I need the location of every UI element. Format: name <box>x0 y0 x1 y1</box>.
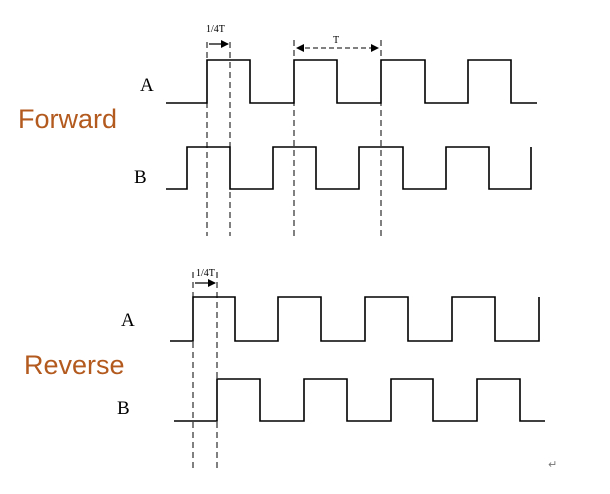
forward-title: Forward <box>18 104 118 134</box>
reverse-channel-b-label: B <box>117 398 130 419</box>
reverse-quarter-period-label: 1/4T <box>196 268 215 279</box>
reverse-waveform-a <box>170 296 540 342</box>
forward-waveform-b <box>166 146 532 190</box>
reverse-title: Reverse <box>24 350 125 380</box>
return-mark-icon: ↵ <box>548 458 558 471</box>
forward-channel-b-label: B <box>134 167 147 188</box>
forward-channel-a-label: A <box>140 75 154 96</box>
reverse-channel-a-label: A <box>121 310 135 331</box>
forward-quarter-period-label: 1/4T <box>206 24 225 35</box>
reverse-waveform-b <box>174 378 545 422</box>
forward-period-label: T <box>333 35 340 46</box>
forward-waveform-a <box>166 59 537 104</box>
